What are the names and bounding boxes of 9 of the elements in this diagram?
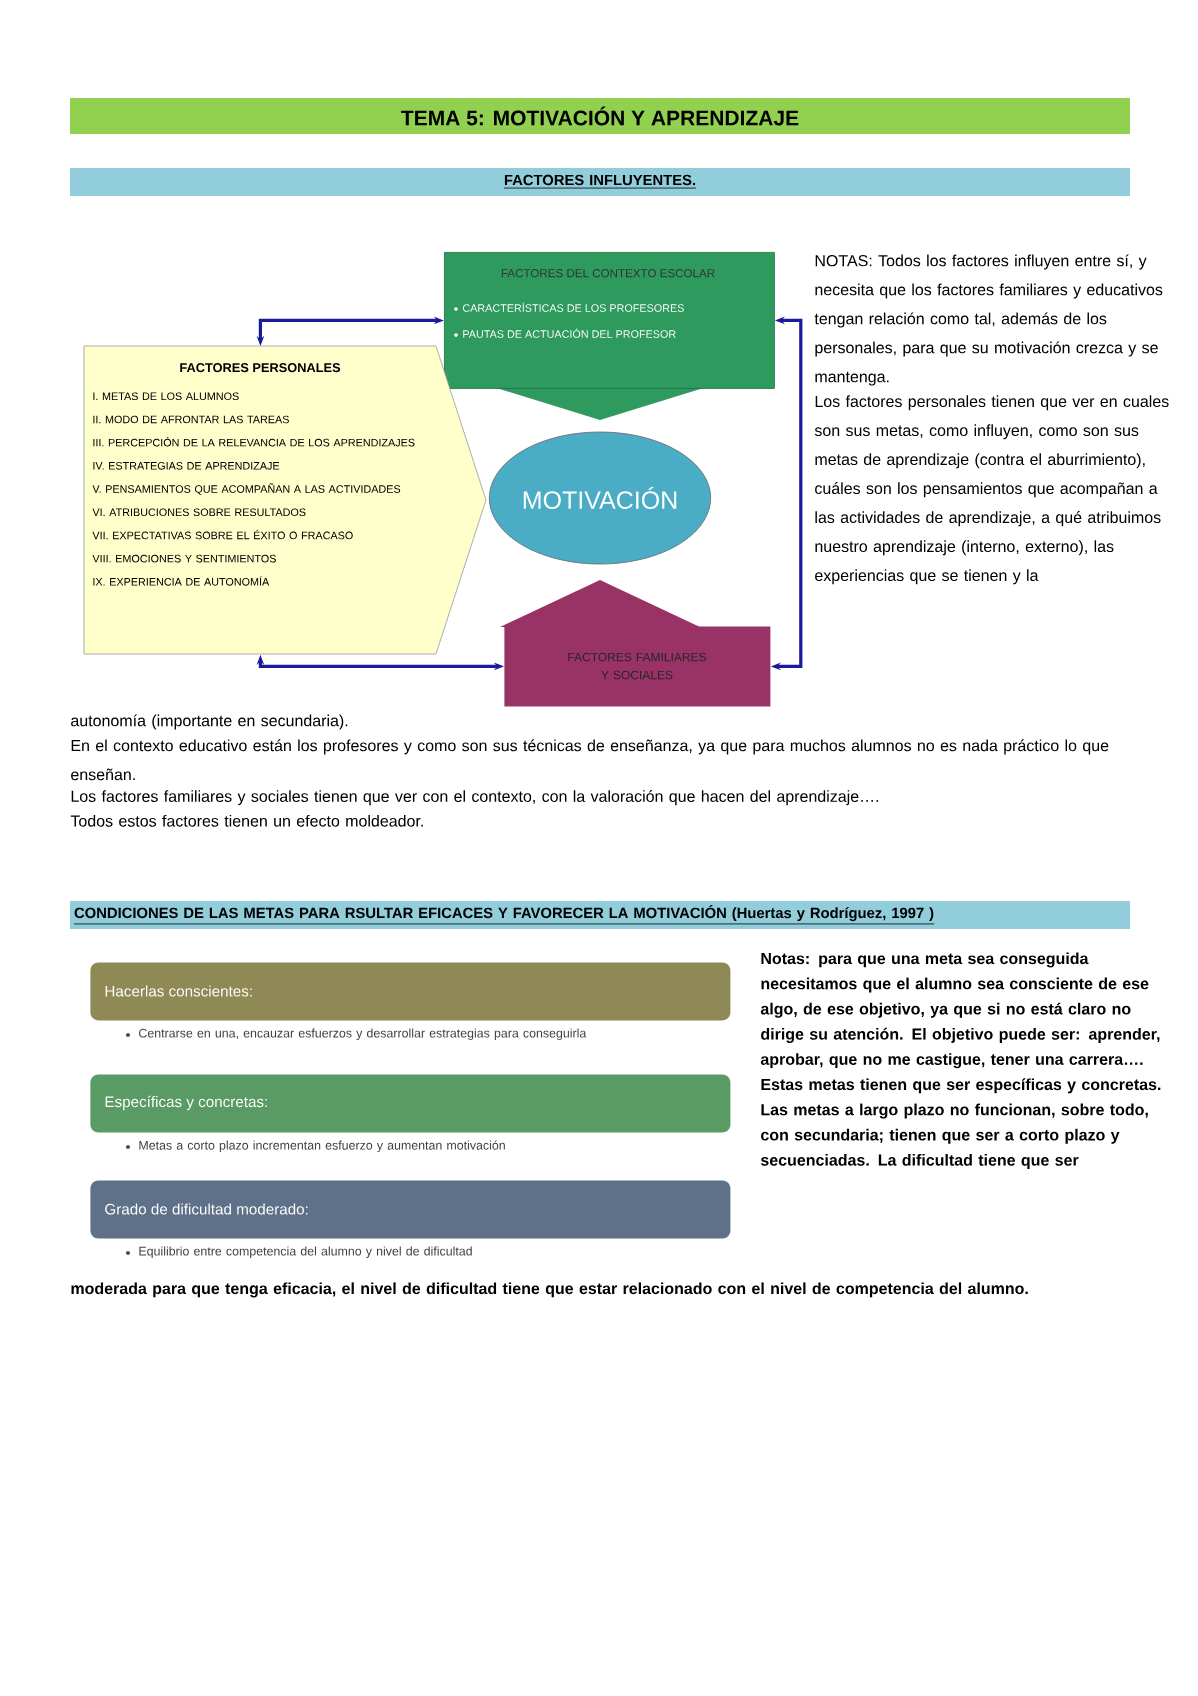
note-paragraph: Los factores familiares y sociales tienen que ver con el contexto, con la valoración que hacen del aprendizaje….	[71, 790, 879, 806]
note-paragraph: Los factores personales tienen que ver en cuales son sus metas, como influyen, como son sus metas de aprendizaje (contra el aburrimiento), cuáles son los pensamientos que acompañan a las actividades de aprendizaje, a qué atribuimos nuestro aprendizaje (interno, externo), las experiencias que se tienen y la	[814, 395, 1169, 585]
note-paragraph: Todos estos factores tienen un efecto moldeador.	[70, 814, 423, 827]
note-paragraph: moderada para que tenga eficacia, el nivel de dificultad tiene que estar relacionado con el nivel de competencia del alumno.	[71, 1282, 1028, 1298]
note-paragraph: En el contexto educativo están los profesores y como son sus técnicas de enseñanza, ya que para muchos alumnos no es nada práctico lo que enseñan.	[71, 739, 1109, 781]
note-paragraph: autonomía (importante en secundaria).	[71, 714, 348, 730]
note-paragraph: NOTAS: Todos los factores influyen entre sí, y necesita que los factores familiares y educativos tengan relación como tal, además de los personales, para que su motivación crezca y se mantenga.	[814, 254, 1163, 386]
title-band: TEMA 5: MOTIVACIÓN Y APRENDIZAJE	[70, 98, 1130, 134]
note-paragraph: Notas: para que una meta sea conseguida necesitamos que el alumno sea consciente de ese algo, de ese objetivo, ya que si no está claro no dirige su atención. El objetivo puede ser: aprender, aprobar, que no me castigue, tener una carrera…. Estas metas tienen que ser específicas y concretas. Las metas a largo plazo no funcionan, sobre todo, con secundaria; tienen que ser a corto plazo y secuenciadas. La dificultad tiene que ser	[760, 952, 1161, 1169]
